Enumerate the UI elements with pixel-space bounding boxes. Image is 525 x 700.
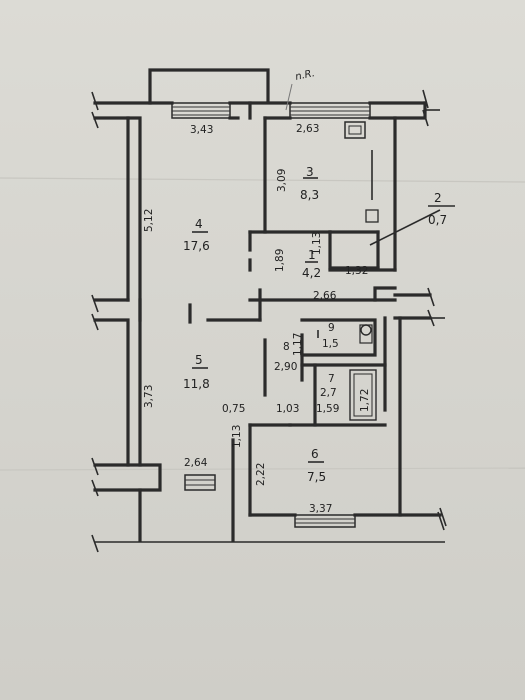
- wall-break-mark: [437, 511, 445, 531]
- dimension-label: 2,66: [313, 290, 337, 302]
- room4-number: 4: [195, 217, 203, 231]
- dimension-label: 1,32: [345, 265, 368, 277]
- corridor-notch: [373, 286, 397, 302]
- sink-icon: [365, 209, 379, 223]
- room7-area: 2,7: [320, 387, 337, 399]
- exterior-wall-left-inner: [93, 116, 142, 467]
- window-room5: [184, 474, 216, 491]
- handwritten-annotation: n.R.: [294, 68, 316, 83]
- room8-number: 8: [283, 341, 290, 353]
- dimension-label: 1,17: [292, 333, 304, 356]
- window-room3: [289, 102, 371, 119]
- balcony-outline: [148, 68, 270, 105]
- exterior-wall-corner: [393, 101, 427, 120]
- paper-fold-line: [0, 177, 525, 183]
- room2-area: 0,7: [428, 213, 447, 227]
- stove-icon: [344, 121, 366, 139]
- room7-number: 7: [328, 373, 335, 385]
- dimension-label: 1,13: [231, 425, 243, 448]
- room3-wall: [263, 116, 332, 234]
- bathtub-icon: [349, 369, 377, 421]
- room3-wall-right: [368, 116, 397, 272]
- wall-break-mark: [91, 294, 99, 331]
- stove-burner-icon: [348, 125, 362, 135]
- dimension-label: 1,13: [311, 232, 323, 255]
- toilet-icon: [360, 324, 372, 336]
- wall-break-mark: [91, 534, 99, 553]
- room1-number: 1: [308, 248, 316, 262]
- dimension-label: 1,59: [316, 403, 339, 415]
- room6-area: 7,5: [307, 470, 326, 484]
- dimension-label: 1,72: [359, 389, 371, 412]
- room2-number: 2: [434, 191, 442, 205]
- toilet-tank-icon: [359, 324, 373, 344]
- room5-number: 5: [195, 353, 203, 367]
- window-room6: [294, 514, 356, 528]
- dimension-label: 2,90: [274, 361, 297, 373]
- dimension-label: 3,43: [190, 124, 213, 136]
- dimension-label: 1,03: [276, 403, 299, 415]
- room3-area: 8,3: [300, 188, 319, 202]
- dimension-label: 2,22: [255, 463, 267, 486]
- room2-wall: [328, 230, 380, 270]
- exterior-wall-right-c: [398, 316, 442, 517]
- wall-break-mark: [439, 507, 447, 527]
- wall-break-mark: [91, 91, 99, 129]
- dimension-label: 3,73: [143, 385, 155, 408]
- paper-fold-line: [0, 467, 525, 471]
- exterior-wall-left-lower: [93, 318, 130, 467]
- dimension-label: 3,37: [309, 503, 332, 515]
- dimension-label: 1,89: [274, 249, 286, 272]
- toilet-room-walls: [300, 318, 377, 357]
- room9-number: 9: [328, 322, 335, 334]
- room9-area: 1,5: [322, 338, 339, 350]
- room3-number: 3: [306, 165, 314, 179]
- wall-break-mark: [91, 457, 99, 497]
- bathtub-inner-icon: [353, 373, 373, 417]
- dimension-label: 3,09: [276, 169, 288, 192]
- exterior-wall-top-mid: [228, 101, 252, 120]
- annotation-stroke: [285, 83, 293, 111]
- dimension-label: 0,75: [222, 403, 245, 415]
- dimension-label: 2,63: [296, 123, 319, 135]
- room5-area: 11,8: [183, 377, 210, 391]
- dimension-label: 5,12: [143, 209, 155, 232]
- dimension-label: 2,64: [184, 457, 208, 469]
- room6-number: 6: [311, 447, 319, 461]
- window-room4: [171, 102, 231, 119]
- room1-area: 4,2: [302, 266, 321, 280]
- room4-area: 17,6: [183, 239, 210, 253]
- room2-leader-line: [369, 209, 441, 246]
- exterior-wall-bottom-left: [93, 463, 162, 492]
- wall-break-mark: [422, 89, 429, 127]
